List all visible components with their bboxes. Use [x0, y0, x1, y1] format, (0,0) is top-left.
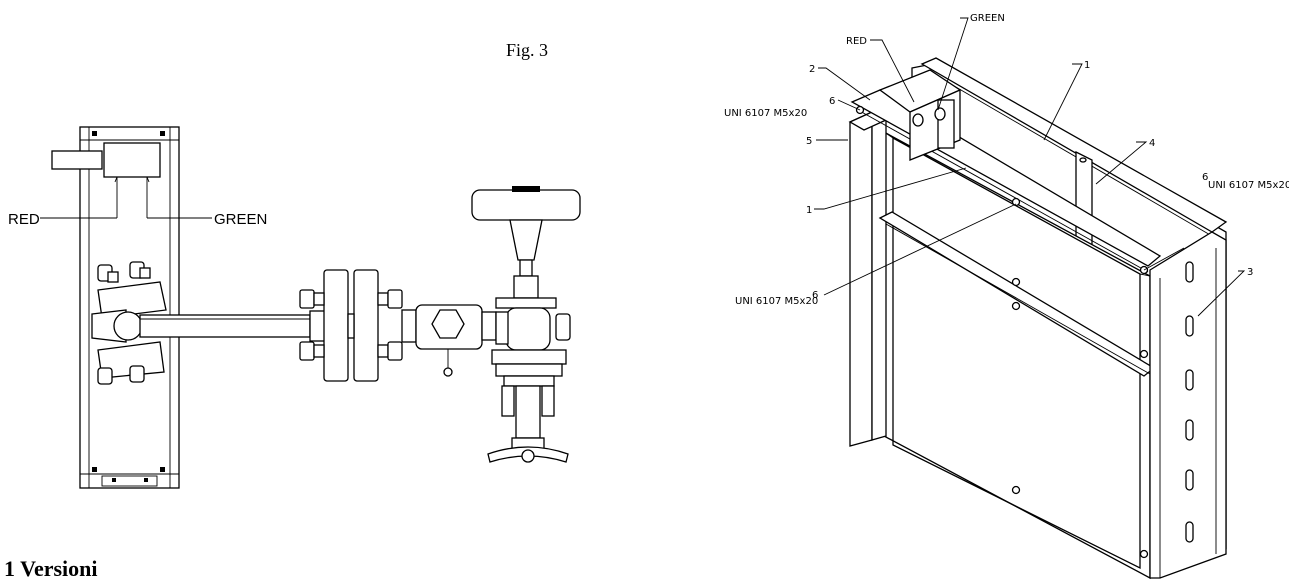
upper-clamp — [97, 261, 167, 319]
callout-6-top: 6 — [829, 96, 835, 107]
pipe — [139, 314, 311, 338]
callout-6-mid: 6 — [812, 290, 818, 301]
mounting-panel — [79, 126, 180, 489]
pipe-eye — [91, 309, 143, 343]
signal-box — [40, 142, 212, 219]
screw-spec-mid: UNI 6107 M5x20 — [735, 296, 818, 307]
callout-5: 5 — [806, 136, 812, 147]
right-drawing: RED GREEN 1 2 6 UNI 6107 M5x20 5 4 1 6 U… — [724, 13, 1289, 579]
screws — [1011, 197, 1149, 559]
figure-caption: Fig. 3 — [506, 40, 548, 60]
callout-2: 2 — [809, 64, 815, 75]
callout-1-left: 1 — [806, 205, 812, 216]
leader-lines — [814, 17, 1246, 317]
left-drawing: RED GREEN — [8, 126, 581, 489]
globe-valve — [471, 186, 581, 463]
screw-spec-top: UNI 6107 M5x20 — [724, 108, 807, 119]
left-post — [848, 110, 888, 447]
callout-1-top: 1 — [1084, 60, 1090, 71]
right-post — [1149, 231, 1227, 579]
signal-box-iso — [878, 69, 962, 161]
callout-3: 3 — [1247, 267, 1253, 278]
green-label-iso: GREEN — [970, 13, 1005, 24]
callout-6-right: 6 — [1202, 172, 1208, 183]
lower-clamp — [97, 341, 165, 385]
hex-fitting — [401, 304, 497, 377]
flange-pair — [299, 269, 403, 382]
green-label: GREEN — [214, 211, 267, 228]
screw-spec-right: UNI 6107 M5x20 — [1208, 180, 1289, 191]
red-label: RED — [8, 211, 40, 228]
callout-4: 4 — [1149, 138, 1155, 149]
section-heading: 1 Versioni — [4, 556, 98, 579]
top-rail — [920, 57, 1228, 237]
red-label-iso: RED — [846, 36, 867, 47]
